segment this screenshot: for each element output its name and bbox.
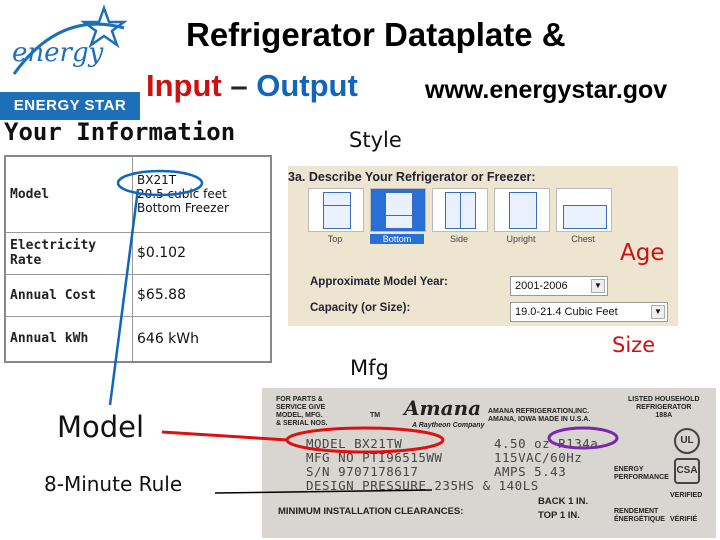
plate-pressure-line: DESIGN PRESSURE 235HS & 140LS bbox=[306, 478, 539, 493]
model-year-value: 2001-2006 bbox=[515, 280, 568, 292]
trademark: TM bbox=[370, 412, 381, 419]
listed-text: LISTED HOUSEHOLD REFRIGERATOR 188A bbox=[628, 396, 700, 419]
ul-mark-icon: UL bbox=[674, 428, 700, 454]
row-label: Annual kWh bbox=[4, 315, 133, 363]
style-option-side[interactable] bbox=[432, 188, 488, 232]
model-style: Bottom Freezer bbox=[137, 201, 229, 216]
service-text: FOR PARTS & SERVICE GIVE MODEL, MFG. & S… bbox=[276, 396, 328, 427]
plate-model-line: MODEL BX21TW bbox=[306, 436, 403, 451]
star-icon bbox=[12, 4, 128, 75]
option-label-bottom: Bottom bbox=[370, 234, 424, 244]
chevron-down-icon: ▼ bbox=[591, 279, 605, 293]
top-clearance: TOP 1 IN. bbox=[538, 510, 580, 521]
plate-serial-line: S/N 9707178617 bbox=[306, 464, 419, 479]
your-information-heading: Your Information bbox=[4, 118, 236, 146]
row-label: Electricity Rate bbox=[4, 231, 133, 275]
row-value: 646 kWh bbox=[132, 315, 272, 363]
door-shape bbox=[385, 192, 413, 216]
rendement-text: RENDEMENT ÉNERGÉTIQUE bbox=[614, 508, 665, 523]
refrigerant-ellipse bbox=[547, 426, 619, 450]
style-option-upright[interactable] bbox=[494, 188, 550, 232]
chevron-down-icon: ▼ bbox=[651, 305, 665, 319]
style-option-bottom[interactable] bbox=[370, 188, 426, 232]
style-option-chest[interactable] bbox=[556, 188, 612, 232]
table-row: Electricity Rate $0.102 bbox=[4, 231, 272, 275]
door-shape bbox=[323, 205, 351, 229]
input-word: Input bbox=[146, 68, 222, 103]
door-shape bbox=[563, 205, 607, 229]
eight-minute-rule-line bbox=[214, 489, 433, 494]
logo-script: energy bbox=[12, 38, 104, 68]
model-pointer-line bbox=[108, 188, 140, 406]
logo-background bbox=[0, 0, 140, 92]
table-row: Model BX21T 20.5 cubic feet Bottom Freez… bbox=[4, 155, 272, 233]
energy-performance-text: ENERGY PERFORMANCE bbox=[614, 466, 669, 481]
model-year-select[interactable]: 2001-2006 ▼ bbox=[510, 276, 608, 296]
option-label-upright: Upright bbox=[506, 234, 536, 244]
energy-star-logo: energy ENERGY STAR bbox=[0, 0, 140, 120]
mfg-label: Mfg bbox=[350, 356, 389, 380]
door-shape bbox=[385, 215, 413, 229]
style-option-top[interactable] bbox=[308, 188, 364, 232]
door-shape bbox=[460, 192, 476, 229]
describe-refrigerator-panel: 3a. Describe Your Refrigerator or Freeze… bbox=[288, 166, 678, 326]
capacity-label: Capacity (or Size): bbox=[310, 302, 411, 314]
row-label: Model bbox=[4, 155, 133, 233]
door-shape bbox=[509, 192, 537, 229]
capacity-value: 19.0-21.4 Cubic Feet bbox=[515, 306, 618, 318]
page-title: Refrigerator Dataplate & bbox=[186, 16, 566, 53]
eight-minute-rule-label: 8-Minute Rule bbox=[44, 472, 183, 496]
model-label: Model bbox=[57, 410, 145, 444]
model-number: BX21T bbox=[137, 173, 177, 188]
brand-name: Amana bbox=[404, 396, 482, 420]
row-label: Annual Cost bbox=[4, 273, 133, 317]
model-highlight-ellipse bbox=[116, 169, 204, 197]
option-label-chest: Chest bbox=[571, 234, 595, 244]
output-word: Output bbox=[256, 68, 358, 103]
subtitle: Input – Output bbox=[146, 68, 358, 104]
logo-bar-text: ENERGY STAR bbox=[0, 92, 140, 120]
dataplate-photo: FOR PARTS & SERVICE GIVE MODEL, MFG. & S… bbox=[262, 388, 716, 538]
style-label: Style bbox=[349, 128, 402, 152]
plate-model-pointer bbox=[161, 430, 289, 442]
csa-mark-icon: CSA bbox=[674, 458, 700, 484]
verified-text: VERIFIED bbox=[670, 492, 703, 499]
maker-text: AMANA REFRIGERATION,INC. AMANA, IOWA MAD… bbox=[488, 408, 591, 423]
clearances-text: MINIMUM INSTALLATION CLEARANCES: bbox=[278, 506, 464, 517]
verifie-text: VÉRIFIÉ bbox=[670, 516, 698, 523]
electrical-line: 115VAC/60Hz bbox=[494, 450, 583, 465]
back-clearance: BACK 1 IN. bbox=[538, 496, 589, 507]
plate-mfg-line: MFG NO PTI96515WW bbox=[306, 450, 443, 465]
website-url: www.energystar.gov bbox=[425, 76, 668, 104]
model-year-label: Approximate Model Year: bbox=[310, 276, 448, 288]
option-label-side: Side bbox=[449, 234, 468, 244]
age-label: Age bbox=[620, 240, 665, 266]
amps-line: AMPS 5.43 bbox=[494, 464, 567, 479]
brand-subtitle: A Raytheon Company bbox=[412, 422, 485, 429]
plate-model-ellipse bbox=[285, 426, 445, 454]
capacity-select[interactable]: 19.0-21.4 Cubic Feet ▼ bbox=[510, 302, 668, 322]
option-label-top: Top bbox=[327, 234, 343, 244]
size-label: Size bbox=[612, 333, 656, 357]
table-row: Annual kWh 646 kWh bbox=[4, 315, 272, 363]
panel-heading: 3a. Describe Your Refrigerator or Freeze… bbox=[288, 170, 536, 184]
title-dash: – bbox=[221, 68, 257, 103]
